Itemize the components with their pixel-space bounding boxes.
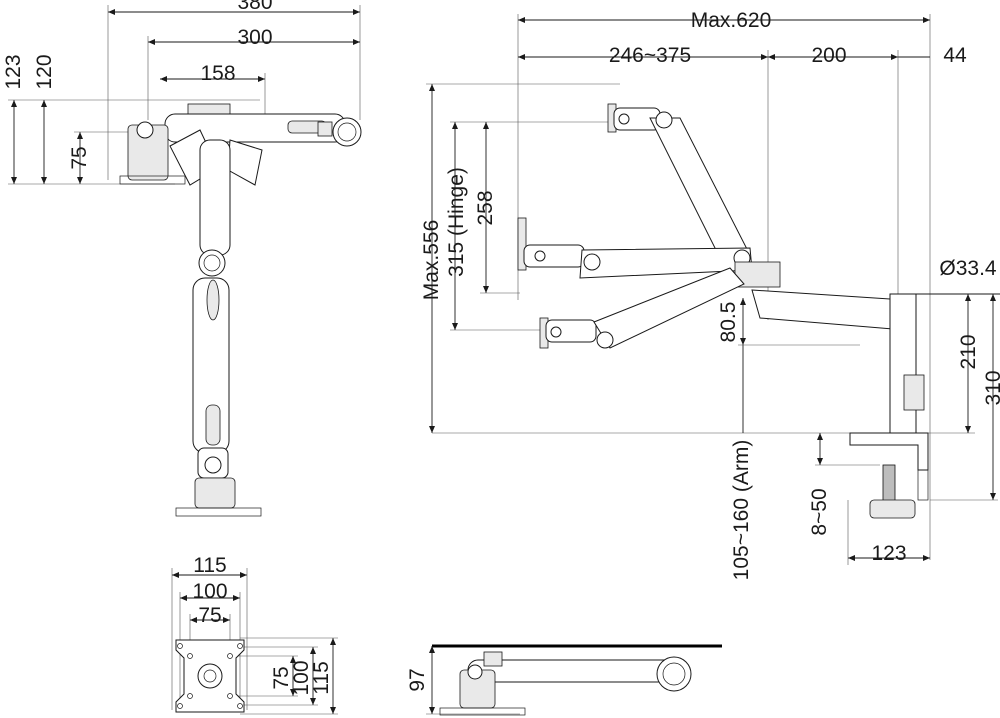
arm-end-knob bbox=[332, 117, 362, 147]
dim-300: 300 bbox=[237, 26, 272, 49]
dim-clamp-123: 123 bbox=[871, 542, 906, 565]
vesa-dim-100: 100 bbox=[192, 580, 227, 603]
vertical-arm-upper bbox=[199, 139, 231, 256]
low-profile-view: 97 bbox=[406, 644, 722, 716]
tilt-wing-right bbox=[227, 139, 263, 186]
main-arm bbox=[751, 289, 906, 331]
base-joint bbox=[204, 456, 222, 474]
top-view: 380 300 158 123 120 75 bbox=[2, 0, 362, 517]
clamp-foot bbox=[869, 499, 916, 519]
side-view: Max.620 246~375 200 44 Max.556 315 (Hing… bbox=[420, 9, 1000, 580]
dim-246-375: 246~375 bbox=[609, 44, 691, 67]
dim-120: 120 bbox=[33, 54, 56, 89]
dim-max-556: Max.556 bbox=[420, 220, 443, 301]
dim-80-5: 80.5 bbox=[717, 302, 740, 343]
vesa-dim-v75: 75 bbox=[270, 666, 293, 689]
dim-75: 75 bbox=[68, 146, 91, 169]
dim-200: 200 bbox=[811, 44, 846, 67]
elbow-joint bbox=[198, 249, 226, 277]
dim-44: 44 bbox=[943, 44, 967, 67]
arm-high bbox=[649, 117, 751, 263]
dim-380: 380 bbox=[237, 0, 272, 14]
dim-258: 258 bbox=[474, 190, 497, 225]
dim-315-hinge: 315 (Hinge) bbox=[445, 167, 468, 277]
dim-arm-height: 105~160 (Arm) bbox=[730, 440, 753, 581]
pole-collar bbox=[903, 374, 925, 411]
low-arm-knob bbox=[656, 656, 692, 692]
desk-clamp-top bbox=[849, 432, 929, 471]
vesa-dim-115: 115 bbox=[193, 554, 226, 577]
pole bbox=[889, 293, 917, 435]
dim-123: 123 bbox=[2, 54, 25, 89]
dim-310: 310 bbox=[982, 370, 1000, 405]
vesa-plate-mid bbox=[517, 217, 527, 271]
vesa-center-hub bbox=[197, 663, 223, 689]
dim-158: 158 bbox=[200, 62, 235, 85]
dim-97: 97 bbox=[406, 668, 429, 691]
vesa-dim-v100: 100 bbox=[290, 660, 313, 695]
base-bracket bbox=[194, 477, 236, 509]
dim-210: 210 bbox=[957, 334, 980, 369]
pole-diameter: Ø33.4 bbox=[939, 257, 997, 280]
vesa-dim-v115: 115 bbox=[310, 661, 333, 694]
vesa-plate-view: 115 100 75 75 100 115 bbox=[171, 554, 338, 715]
dim-clamp-range: 8~50 bbox=[808, 488, 831, 535]
vesa-dim-75: 75 bbox=[198, 604, 221, 627]
dim-max-620: Max.620 bbox=[691, 9, 772, 32]
